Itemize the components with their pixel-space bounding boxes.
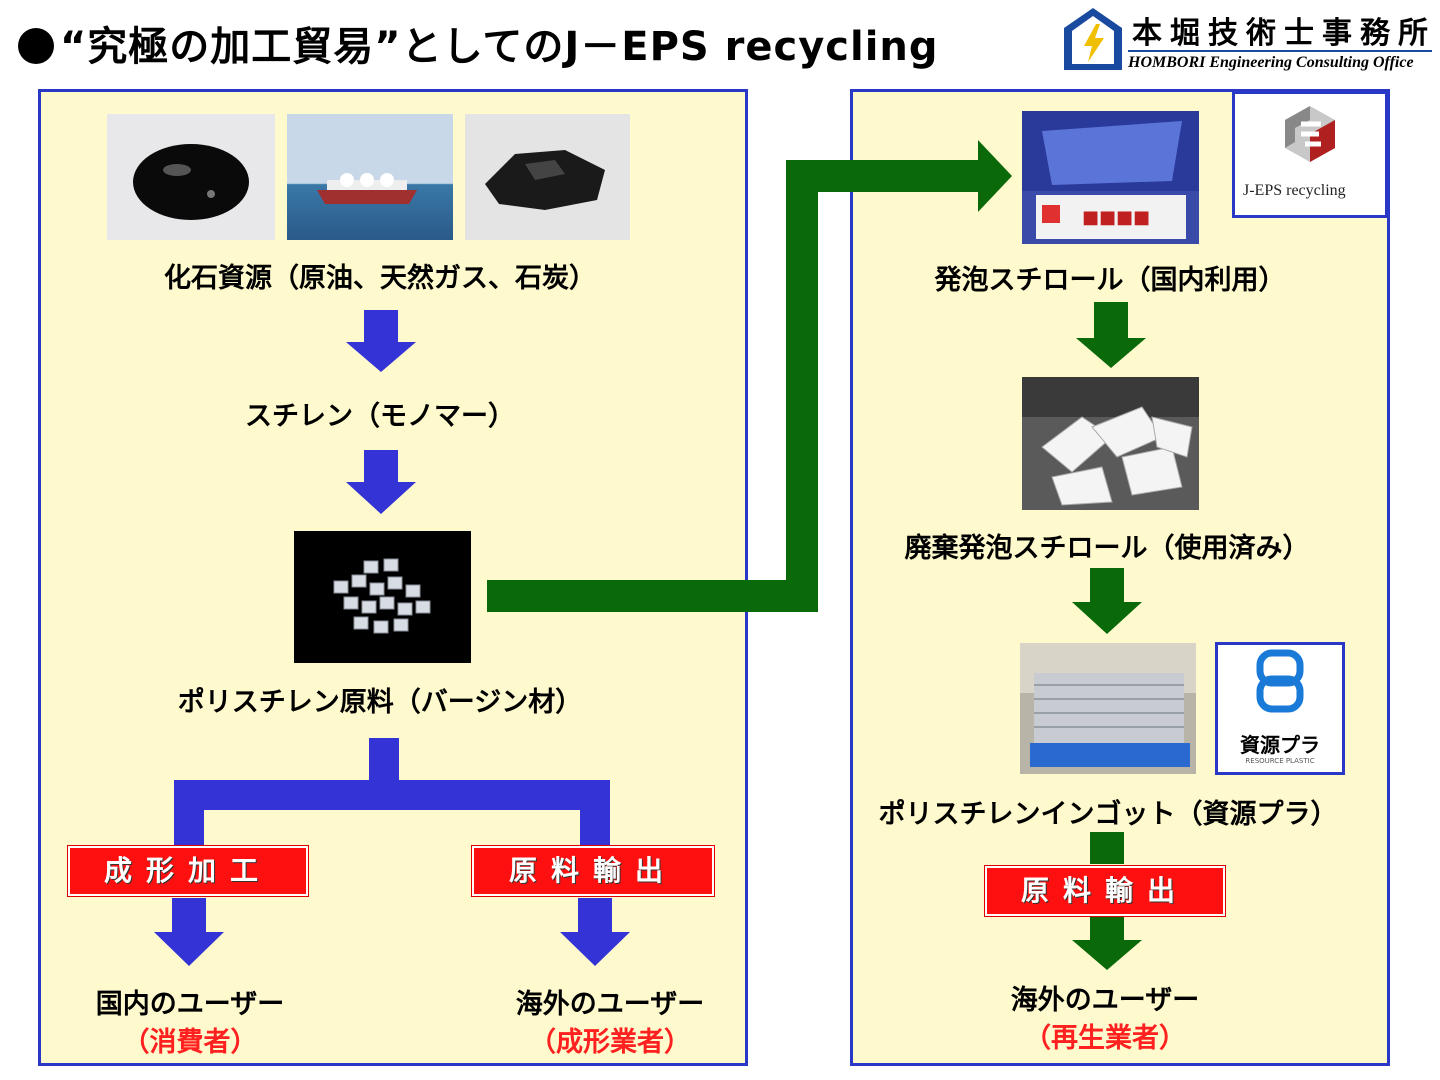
crude-oil-photo	[107, 114, 275, 240]
eps-box-photo: ■■■■	[1022, 111, 1199, 244]
arrow-styrene-to-ps	[346, 450, 416, 514]
polystyrene-pellets-photo	[294, 531, 471, 663]
arrow-export-to-overseas	[1072, 916, 1142, 970]
lightning-house-icon	[1064, 8, 1122, 70]
page-title: “究極の加工貿易”としてのJ－EPS recycling	[18, 14, 939, 72]
company-name: 本堀技術士事務所	[1132, 16, 1436, 51]
coal-photo	[465, 114, 630, 240]
lng-ship-photo	[287, 114, 453, 240]
s-link-icon	[1256, 649, 1304, 713]
arrow-to-domestic	[154, 898, 224, 966]
resource-plastic-logo: 資源プラ RESOURCE PLASTIC	[1215, 642, 1345, 775]
eps-label: 発泡スチロール（国内利用）	[934, 265, 1286, 296]
resource-logo-text: 資源プラ	[1240, 733, 1320, 757]
fossil-label: 化石資源（原油、天然ガス、石炭）	[164, 263, 596, 294]
polystyrene-label: ポリスチレン原料（バージン材）	[177, 687, 583, 718]
cube-s-icon	[1285, 106, 1335, 162]
arrow-waste-to-ingot	[1072, 568, 1142, 634]
jeps-logo-text: J-EPS recycling	[1243, 182, 1346, 199]
bullet-icon	[18, 28, 54, 64]
overseas-user-label-right: 海外のユーザー	[1010, 985, 1200, 1016]
waste-label: 廃棄発泡スチロール（使用済み）	[904, 533, 1310, 564]
jeps-logo: J-EPS recycling	[1232, 91, 1388, 218]
company-subtitle: HOMBORI Engineering Consulting Office	[1128, 54, 1414, 71]
domestic-user-label: 国内のユーザー	[95, 989, 285, 1020]
molding-box: 成形加工	[68, 846, 308, 896]
overseas-user-sub-right: （再生業者）	[1024, 1023, 1186, 1054]
logo-divider	[1128, 50, 1432, 52]
arrow-branch	[174, 738, 610, 846]
arrow-ingot-stem	[1090, 832, 1124, 864]
styrene-label: スチレン（モノマー）	[245, 401, 515, 432]
ingot-pallet-photo	[1020, 643, 1196, 774]
arrow-eps-to-waste	[1076, 302, 1146, 368]
waste-eps-photo	[1022, 377, 1199, 510]
arrow-to-overseas	[560, 898, 630, 966]
company-logo	[1062, 6, 1124, 72]
overseas-user-sub-left: （成形業者）	[529, 1027, 691, 1058]
export-box-left: 原料輸出	[472, 846, 714, 896]
svg-text:■■■■: ■■■■	[1082, 207, 1150, 228]
ingot-label: ポリスチレンインゴット（資源プラ）	[878, 799, 1338, 830]
arrow-fossil-to-styrene	[346, 310, 416, 372]
resource-logo-sub: RESOURCE PLASTIC	[1245, 757, 1315, 765]
overseas-user-label-left: 海外のユーザー	[515, 989, 705, 1020]
export-box-right: 原料輸出	[985, 866, 1225, 916]
domestic-user-sub: （消費者）	[122, 1027, 258, 1058]
arrow-ps-to-eps	[487, 140, 1012, 612]
